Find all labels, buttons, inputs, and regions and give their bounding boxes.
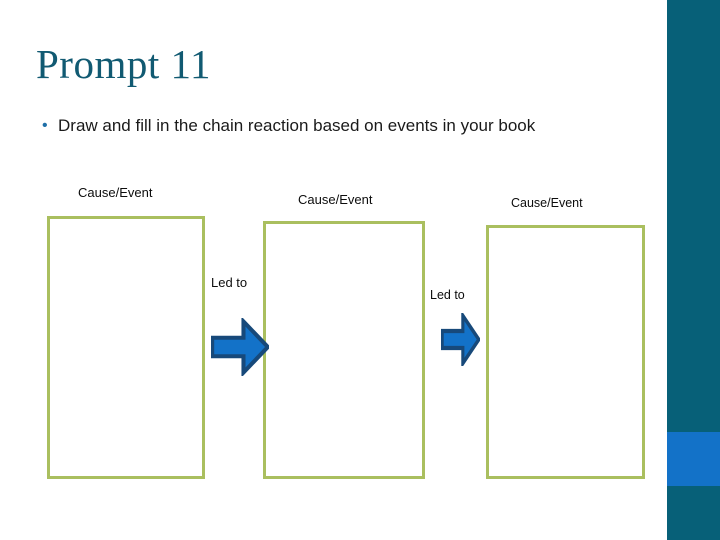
bullet-list-item: • Draw and fill in the chain reaction ba…: [42, 112, 622, 139]
page-title: Prompt 11: [36, 41, 211, 87]
led-to-caption-2: Led to: [430, 288, 465, 302]
right-edge-accent-block: [667, 432, 720, 486]
bullet-item-text: Draw and fill in the chain reaction base…: [58, 116, 536, 135]
right-block-arrow-icon-2: [440, 310, 481, 369]
cause-event-box-3[interactable]: [486, 225, 645, 479]
bullet-marker-icon: •: [42, 117, 48, 134]
cause-event-label-3: Cause/Event: [511, 196, 583, 210]
led-to-caption-1: Led to: [211, 275, 248, 290]
cause-event-box-2[interactable]: [263, 221, 425, 479]
cause-event-box-1[interactable]: [47, 216, 205, 479]
cause-event-label-2: Cause/Event: [298, 192, 373, 207]
right-block-arrow-icon-1: [210, 316, 271, 378]
cause-event-label-1: Cause/Event: [78, 185, 153, 200]
